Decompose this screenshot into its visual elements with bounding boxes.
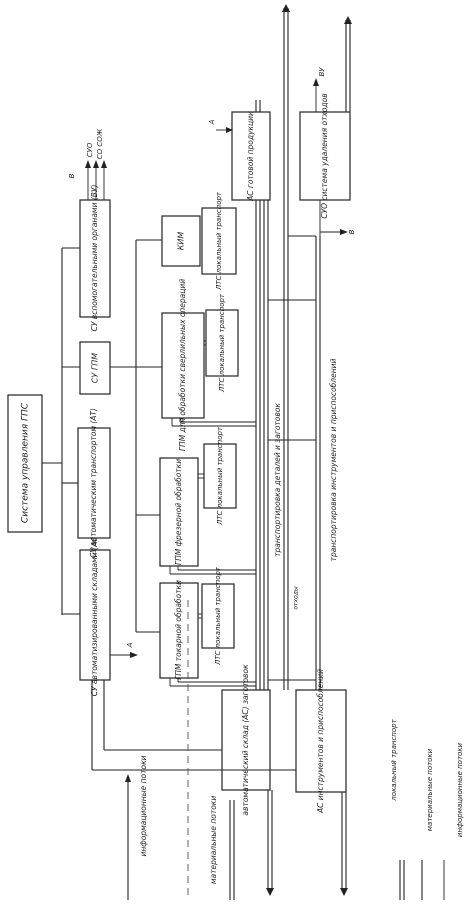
vu-arrow-3: [101, 160, 107, 168]
lts-3-label: ЛТС локальный транспорт: [218, 293, 226, 393]
products-a-arrow: [226, 127, 233, 133]
as-products-label: АС готовой продукции: [246, 111, 255, 202]
vu-arrow-2: [93, 160, 99, 168]
b-arrow: [340, 229, 348, 235]
material-flows-label: материальные потоки: [209, 796, 218, 884]
as-blanks-label: автоматический склад (АС) заготовок: [241, 664, 250, 816]
as-blanks-box: [221, 689, 271, 791]
gpm-drilling-label: ГПМ для обработки сверлильных операций: [178, 279, 187, 451]
vu-out-so-sozh: СО СОЖ: [96, 128, 104, 159]
su-as-a-arrow: [130, 652, 138, 658]
su-at-label: СУ автоматическим транспортом (АТ): [89, 408, 98, 558]
legend-material-label: материальные потоки: [426, 748, 434, 831]
vu-arrow-1: [85, 160, 91, 168]
su-as-label: СУ автоматизированными складами (АС): [90, 534, 99, 697]
tools-arrow-down: [340, 888, 348, 896]
gpm-milling-label: ГПМ фрезерной обработки: [174, 459, 183, 565]
kim-box: [161, 215, 201, 267]
gpm-turning-box: [159, 582, 199, 679]
control-system-box: [7, 394, 43, 533]
products-mark-a: А: [208, 119, 216, 125]
info-flow-arrow: [125, 774, 131, 782]
su-as-box: [79, 549, 111, 681]
gpm-drilling-box: [161, 312, 205, 419]
gpm-milling-box: [159, 457, 199, 567]
vu-out-suo: СУО: [86, 142, 94, 157]
legend-local-label: локальный транспорт: [390, 718, 398, 801]
transport-tools-label: транспортировка инструментов и приспособ…: [329, 359, 338, 562]
vu-arrow-up: [313, 78, 319, 86]
lts-1-box: [201, 583, 235, 649]
transport-parts-label: транспортировка деталей и заготовок: [273, 403, 282, 557]
as-tools-label: АС инструментов и приспособлений: [316, 669, 325, 814]
lts-2-box: [203, 443, 237, 509]
suo-label: СУО система удаления отходов: [320, 93, 329, 218]
info-flows-label: информационные потоки: [139, 755, 148, 856]
su-vu-label: СУ вспомогательными органами (ВУ): [90, 185, 99, 332]
blanks-arrow-down: [266, 888, 274, 896]
vu-mark-v: В: [68, 173, 76, 178]
lts-1-label: ЛТС локальный транспорт: [214, 566, 222, 666]
suo-arrow-up: [344, 16, 352, 24]
su-as-mark-a: А: [126, 642, 134, 648]
vu-mark: ВУ: [318, 67, 326, 77]
su-at-box: [77, 427, 111, 539]
lts-4-label: ЛТС локальный транспорт: [215, 191, 223, 291]
waste-label: отходы: [293, 586, 300, 610]
su-vu-box: [79, 199, 111, 318]
suo-box: [299, 111, 351, 201]
su-gpm-box: [79, 341, 111, 395]
b-mark: В: [348, 229, 356, 234]
lts-3-box: [205, 309, 239, 377]
lts-2-label: ЛТС локальный транспорт: [216, 426, 224, 526]
control-system-label: Система управления ГПС: [21, 402, 31, 523]
legend-info-label: информационные потоки: [456, 742, 464, 837]
gpm-turning-label: ГПМ токарной обработки: [174, 580, 183, 680]
lts-4-box: [201, 207, 237, 275]
kim-label: КИМ: [177, 232, 186, 251]
top-arrow-1: [282, 4, 290, 12]
as-tools-box: [295, 689, 347, 793]
su-gpm-label: СУ ГПМ: [91, 353, 100, 383]
as-products-box: [231, 111, 271, 201]
